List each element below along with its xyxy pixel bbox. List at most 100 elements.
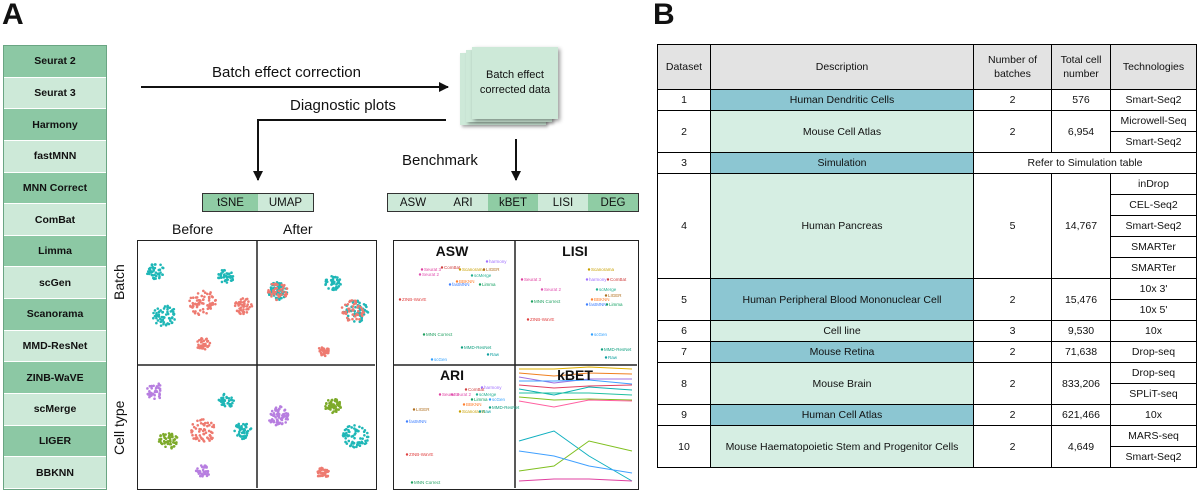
lisi-method-label-point (605, 303, 609, 306)
batches-cell: 2 (973, 110, 1052, 153)
asw-method-label: harmony (489, 259, 507, 264)
method-item: ZINB-WaVE (4, 362, 106, 395)
olive-cluster (324, 398, 342, 415)
flow-arrows (141, 82, 521, 181)
kbet-line (518, 399, 633, 408)
lisi-method-label-point (540, 288, 544, 291)
asw-method-label-point (482, 268, 486, 271)
kbet-line (518, 478, 633, 482)
asw-method-label: Scanorama (462, 267, 486, 272)
ari-method-label: harmony (484, 385, 502, 390)
asw-title: ASW (435, 243, 469, 259)
panel-a-letter: A (2, 0, 24, 31)
asw-method-label-point (430, 358, 434, 361)
ari-title: ARI (439, 367, 465, 383)
salmon-cluster (196, 336, 212, 351)
asw-method-label-point (422, 333, 426, 336)
description-cell: Mouse Retina (710, 341, 974, 363)
description-cell: Cell line (710, 320, 974, 342)
ari-method-label-point (488, 406, 492, 409)
kbet-title: kBET (557, 367, 593, 383)
asw-method-label: Raw (490, 352, 500, 357)
table-row: Smart-Seq2 (658, 215, 1197, 237)
batch-effect-correction-label: Batch effect correction (212, 64, 361, 81)
ari-method-label-point (488, 398, 492, 401)
dataset-id-cell: 7 (657, 341, 711, 363)
benchmark-label: Benchmark (402, 152, 478, 169)
cell-type-label-text: Cell type (111, 400, 127, 455)
lisi-method-label: Seurat 2 (544, 287, 562, 292)
description-cell: Human Dendritic Cells (710, 89, 974, 111)
dataset-id-cell: 10 (657, 425, 711, 468)
method-item: Seurat 3 (4, 77, 106, 110)
before-label: Before (172, 221, 214, 237)
salmon-cluster (190, 418, 216, 443)
cell-number-cell: 71,638 (1051, 341, 1111, 363)
asw-method-label: Seurat 3 (424, 267, 442, 272)
ari-method-label: Raw (482, 409, 492, 414)
cell-number-cell: 4,649 (1051, 425, 1111, 468)
ari-method-label: ZINB-WaVE (409, 452, 433, 457)
method-item: scMerge (4, 394, 106, 426)
asw-method-label-point (398, 298, 402, 301)
dataset-table: Dataset Description Number of batches To… (657, 44, 1197, 468)
lisi-method-label: fastMNN (589, 302, 607, 307)
salmon-cluster (316, 466, 330, 478)
technology-cell: 10x 3' (1110, 278, 1197, 300)
lisi-method-label: Raw (608, 355, 618, 360)
asw-method-label-point (455, 280, 459, 283)
ari-method-label-point (438, 393, 442, 396)
batches-cell: 3 (973, 320, 1052, 342)
method-item: LIGER (4, 425, 106, 458)
asw-method-label-point (458, 268, 462, 271)
lisi-title: LISI (562, 243, 588, 259)
asw-method-label-point (420, 268, 424, 271)
table-row: SMARTer (658, 257, 1197, 279)
cell-number-cell: 14,767 (1051, 173, 1111, 279)
header-description: Description (710, 44, 974, 90)
technology-cell: SMARTer (1110, 236, 1197, 258)
technology-cell: 10x (1110, 404, 1197, 426)
method-item: MMD-ResNet (4, 330, 106, 363)
span-note-cell: Refer to Simulation table (973, 152, 1197, 174)
diagnostic-plot-grid (137, 240, 377, 490)
asw-method-label-point (448, 283, 452, 286)
after-label: After (283, 221, 313, 237)
description-cell: Mouse Brain (710, 362, 974, 405)
method-item: Harmony (4, 109, 106, 141)
ari-method-label: Limma (474, 397, 488, 402)
table-row: SMARTer (658, 236, 1197, 258)
method-item: ComBat (4, 204, 106, 236)
benchmark-metrics-bar: ASW ARI kBET LISI DEG (387, 193, 639, 212)
diagnostic-arrow (253, 119, 446, 181)
ari-method-label: Scanorama (462, 409, 486, 414)
method-item: Seurat 2 (4, 46, 106, 78)
asw-method-label: scGen (434, 357, 448, 362)
ari-method-label: BBKNN (466, 402, 482, 407)
teal-cluster (233, 422, 253, 441)
panel-b-letter: B (653, 0, 675, 31)
lisi-method-label-point (585, 303, 589, 306)
kbet-line (518, 440, 633, 472)
lisi-method-label: harmony (589, 277, 607, 282)
lisi-method-label: MNN Correct (534, 299, 561, 304)
teal-cluster (152, 304, 176, 327)
lisi-method-label: Limma (609, 302, 623, 307)
dataset-id-cell: 5 (657, 278, 711, 321)
dataset-id-cell: 8 (657, 362, 711, 405)
purple-cluster (146, 382, 162, 401)
ari-method-label-point (405, 420, 409, 423)
ari-method-label-point (450, 393, 454, 396)
cell-number-cell: 621,466 (1051, 404, 1111, 426)
lisi-method-label: MMD-ResNet (604, 347, 632, 352)
lisi-method-label: ZINB-WaVE (530, 317, 554, 322)
ari-method-label-point (405, 453, 409, 456)
technology-cell: Smart-Seq2 (1110, 215, 1197, 237)
kbet-line (519, 379, 633, 385)
dataset-id-cell: 2 (657, 110, 711, 153)
salmon-cluster (266, 282, 289, 302)
technology-cell: inDrop (1110, 173, 1197, 195)
